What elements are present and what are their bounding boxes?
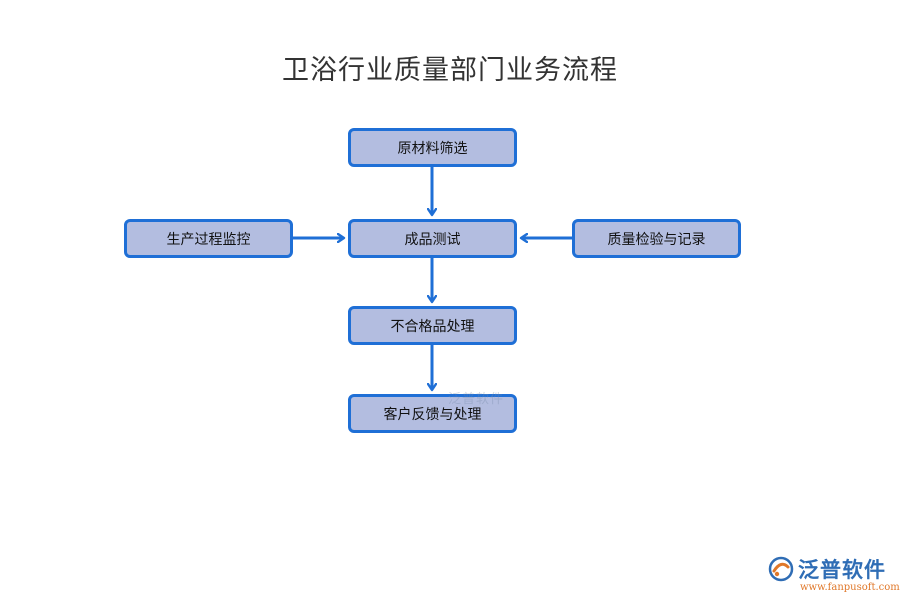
page-title: 卫浴行业质量部门业务流程: [282, 55, 618, 86]
logo-name: 泛普软件: [798, 558, 886, 582]
node-process-monitor: 生产过程监控: [124, 219, 293, 258]
node-quality-record: 质量检验与记录: [572, 219, 741, 258]
fanpu-logo-icon: [768, 556, 794, 582]
node-customer-feedback: 客户反馈与处理: [348, 394, 517, 433]
node-nonconforming: 不合格品处理: [348, 306, 517, 345]
node-raw-material: 原材料筛选: [348, 128, 517, 167]
logo-url: www.fanpusoft.com: [800, 582, 900, 593]
watermark-text: 泛普软件: [448, 392, 505, 407]
brand-logo: 泛普软件 www.fanpusoft.com: [768, 554, 900, 594]
node-product-test: 成品测试: [348, 219, 517, 258]
